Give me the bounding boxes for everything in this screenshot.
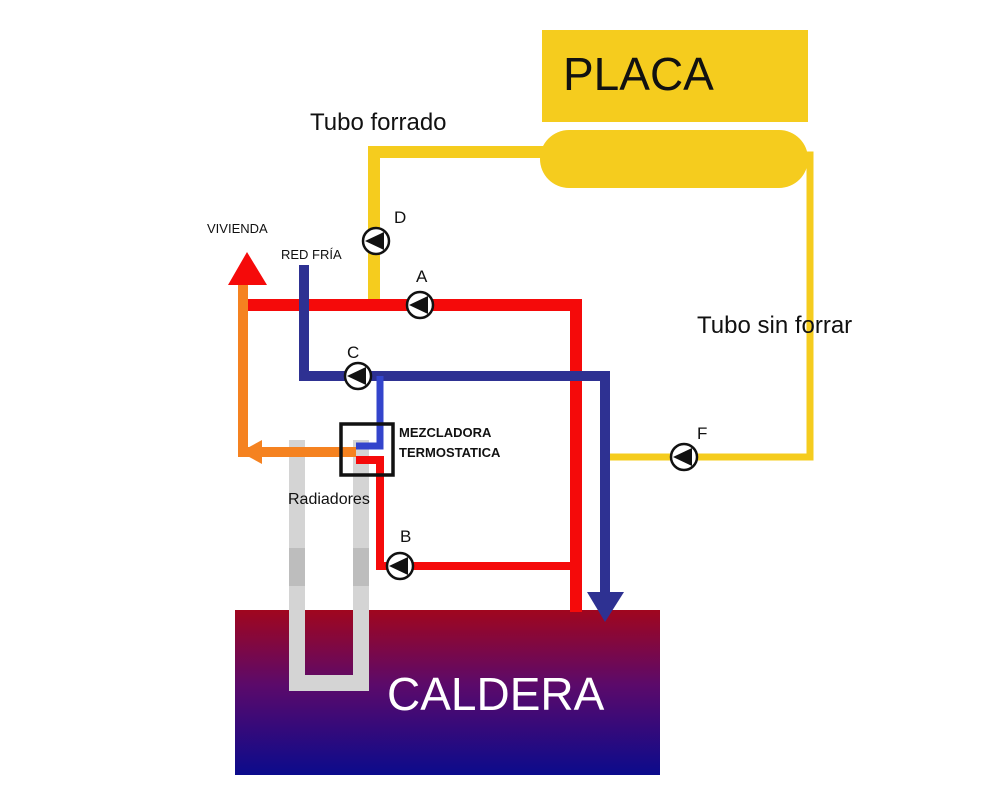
tubo-forrado-label: Tubo forrado [310, 109, 447, 136]
tubo-forrado-pipe [368, 146, 545, 305]
boiler [235, 610, 660, 775]
pump-d [361, 226, 391, 256]
mezcladora-label-line2: TERMOSTATICA [399, 445, 501, 460]
placa-label: PLACA [563, 48, 714, 100]
cold-water-mixer-pipe [356, 376, 384, 450]
mixed-water-arrow [240, 440, 262, 464]
pump-f [669, 442, 699, 472]
pump-b-label: B [400, 527, 411, 546]
pump-b [385, 551, 415, 581]
hot-water-mixer-pipe [356, 456, 576, 570]
radiadores-label: Radiadores [288, 491, 370, 508]
mezcladora-label-line1: MEZCLADORA [399, 425, 492, 440]
radiator-joint [353, 548, 369, 586]
pump-d-label: D [394, 208, 406, 227]
vivienda-arrow [228, 252, 267, 285]
solar-panel [542, 30, 808, 122]
vivienda-label: VIVIENDA [207, 221, 268, 236]
radiator-joint [289, 548, 305, 586]
caldera-label: CALDERA [387, 668, 605, 720]
pump-a [405, 290, 435, 320]
cold-water-arrow [587, 592, 624, 622]
pump-f-label: F [697, 424, 707, 443]
hot-water-pipe [243, 299, 582, 612]
solar-collector-tank [540, 130, 808, 188]
red-fria-label: RED FRÍA [281, 247, 342, 262]
tubo-sin-forrar-pipe [608, 151, 814, 461]
thermostatic-mixer [339, 422, 395, 477]
pump-c [343, 361, 373, 391]
tubo-sin-forrar-label: Tubo sin forrar [697, 312, 852, 339]
pump-a-label: A [416, 267, 428, 286]
cold-water-pipe [299, 265, 610, 596]
pump-c-label: C [347, 343, 359, 362]
